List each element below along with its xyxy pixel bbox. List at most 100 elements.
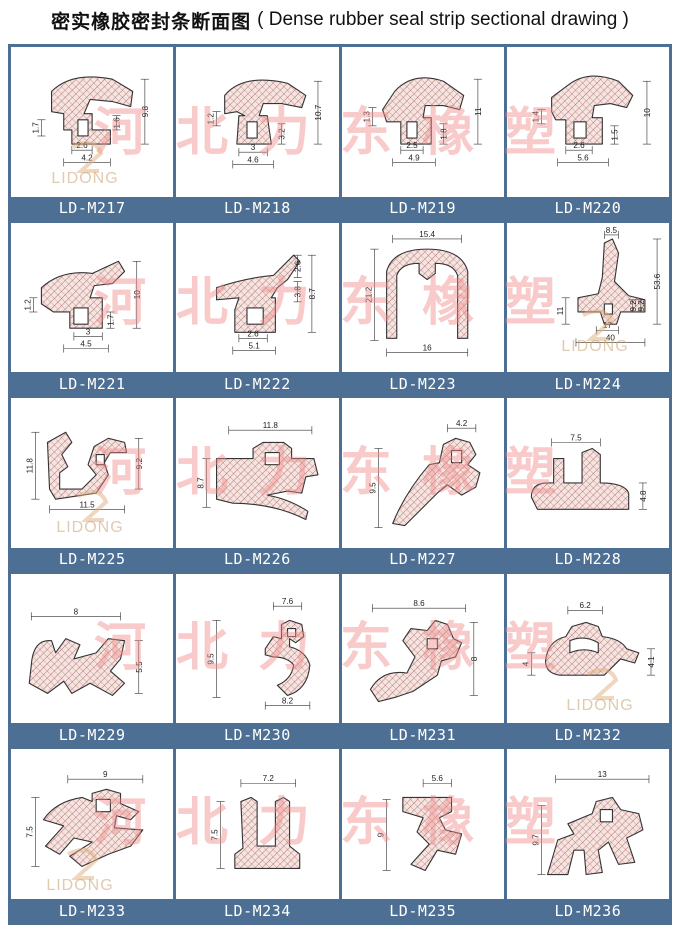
dimension-label: 1.2 xyxy=(23,298,32,310)
dimension-line: 5.6 xyxy=(422,775,452,788)
dimension-line: 6.2 xyxy=(567,601,603,615)
dimension-label: 1.7 xyxy=(106,314,115,326)
dimension-line: 4.2 xyxy=(63,153,111,167)
dimension-label: 8 xyxy=(469,656,478,661)
product-code-label: LD-M217 xyxy=(11,196,174,220)
dimension-label: 3 xyxy=(251,143,256,152)
profile-svg: 15.421.216 xyxy=(364,230,468,357)
dimension-label: 2.6 xyxy=(294,260,303,272)
title-chinese: 密实橡胶密封条断面图 xyxy=(51,10,252,33)
dimension-label: 2.5 xyxy=(406,141,418,150)
dimension-line: 7.6 xyxy=(273,597,303,611)
dimension-label: 9 xyxy=(103,771,108,780)
dimension-label: 5.1 xyxy=(249,341,261,350)
seal-profile-crosshatch xyxy=(47,432,127,500)
dimension-line: 11.5 xyxy=(49,500,125,514)
dimension-label: 11 xyxy=(556,306,565,315)
dimension-line: 1.7 xyxy=(106,311,115,329)
seal-profile-crosshatch xyxy=(551,76,633,145)
dimension-line: 8.7 xyxy=(308,254,317,333)
dimension-line: 4.6 xyxy=(232,155,274,169)
profile-svg: 7.54.8 xyxy=(530,434,648,511)
dimension-line: 1.7 xyxy=(31,119,46,137)
dimension-line: 9.7 xyxy=(531,805,546,876)
dimension-line: 4.5 xyxy=(63,339,109,353)
dimension-line: 5.5 xyxy=(134,640,144,694)
dimension-label: 1.4 xyxy=(531,111,540,123)
seal-profile-crosshatch xyxy=(265,620,311,696)
product-code-label: LD-M220 xyxy=(506,196,669,220)
dimension-line: 15.4 xyxy=(391,230,462,243)
seal-profile-crosshatch xyxy=(547,797,643,875)
dimension-line: 1.5 xyxy=(610,125,619,145)
product-code-label: LD-M236 xyxy=(506,899,669,922)
dimension-label: 8.5 xyxy=(606,225,618,234)
dimension-label: 2.6 xyxy=(76,141,88,150)
profile-svg: 8.68 xyxy=(369,599,478,702)
dimension-label: 9.5 xyxy=(207,653,216,665)
dimension-label: 11 xyxy=(473,107,482,116)
dimension-label: 7.5 xyxy=(570,434,582,443)
profile-svg: 7.6 9.5 8.2 xyxy=(207,597,311,710)
dimension-label: 16 xyxy=(422,343,432,352)
dimension-line: 2.5 xyxy=(400,141,423,155)
dimension-line: 3 xyxy=(73,327,103,340)
dimension-line: 4.1 xyxy=(646,648,656,676)
dimension-label: 11.8 xyxy=(263,421,279,430)
product-code-label: LD-M229 xyxy=(11,723,174,747)
dimension-line: 9.8 xyxy=(140,78,150,145)
dimension-label: 13 xyxy=(598,771,608,780)
product-code-label: LD-M235 xyxy=(341,899,504,922)
seal-profile-crosshatch xyxy=(235,797,300,869)
dimension-label: 10.7 xyxy=(314,104,323,120)
dimension-label: 8.6 xyxy=(413,599,425,608)
dimension-line: 11.8 xyxy=(228,421,313,435)
profile-svg: 7.27.5 xyxy=(211,775,301,870)
dimension-line: 10 xyxy=(642,80,652,145)
dimension-label: 5.6 xyxy=(577,153,589,162)
seal-profile-crosshatch xyxy=(531,448,629,510)
dimension-label: 1.3 xyxy=(362,111,371,123)
product-code-label: LD-M218 xyxy=(176,196,339,220)
dimension-label: 4.1 xyxy=(647,656,656,668)
dimension-line: 3 xyxy=(238,143,268,157)
profile-svg: 4.29.5 xyxy=(368,419,480,529)
dimension-label: 9.5 xyxy=(368,482,377,494)
profile-drawing: 7.6 9.5 8.2 xyxy=(176,574,338,724)
dimension-label: 11.8 xyxy=(25,458,34,474)
dimension-line: 7.5 xyxy=(25,797,40,868)
dimension-label: 5.5 xyxy=(135,661,144,673)
dimension-label: 2.6 xyxy=(248,329,260,338)
product-code-label: LD-M228 xyxy=(506,547,669,571)
dimension-label: 9 xyxy=(376,833,385,838)
product-code-label: LD-M223 xyxy=(341,372,504,396)
dimension-line: 40 xyxy=(575,333,645,347)
dimension-line: 1.4 xyxy=(531,109,546,125)
dimension-line: 8.2 xyxy=(265,696,311,710)
dimension-label: 9.8 xyxy=(141,106,150,118)
product-code-label: LD-M233 xyxy=(11,899,174,922)
